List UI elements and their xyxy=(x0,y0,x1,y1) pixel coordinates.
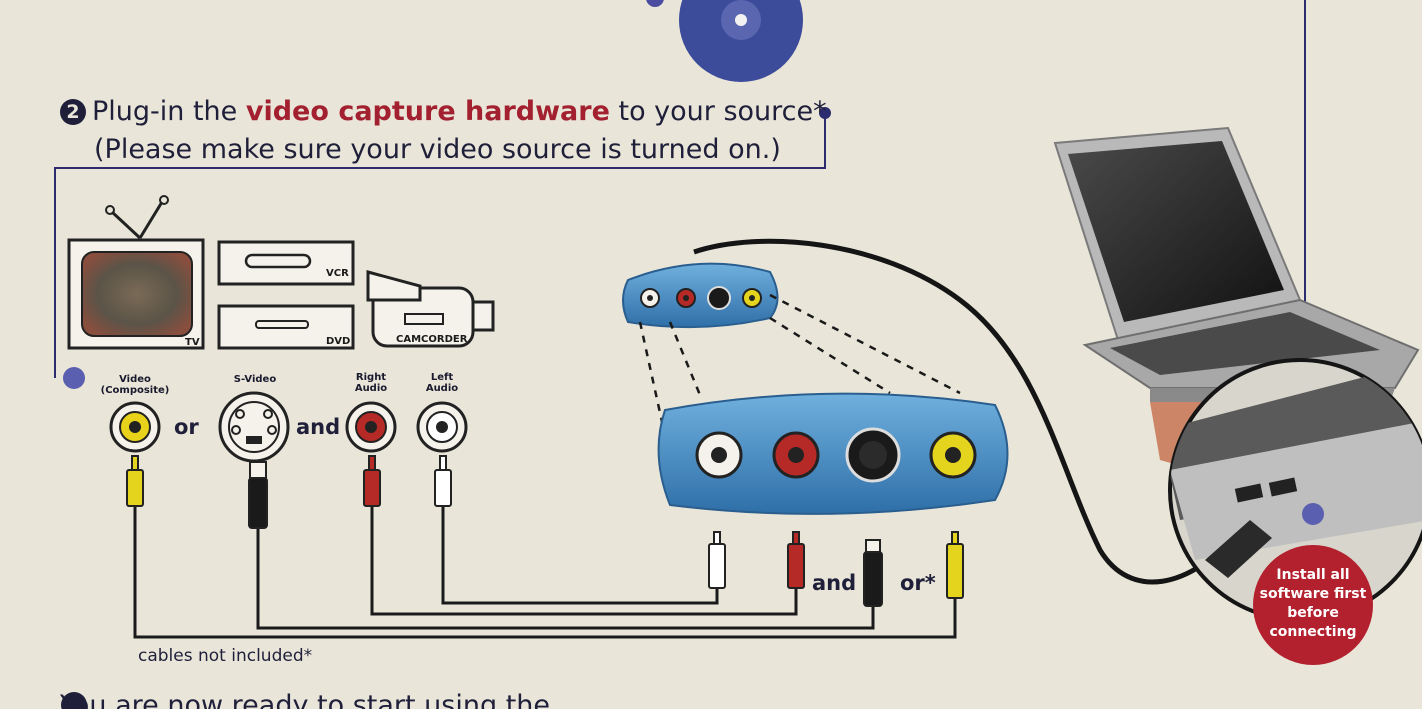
next-step-text: You are now ready to start using the xyxy=(60,690,551,709)
right-audio-label: Right Audio xyxy=(346,372,396,394)
dvd-icon xyxy=(217,304,355,350)
red-plug-right-icon xyxy=(787,531,805,589)
right-audio-label-line2: Audio xyxy=(354,383,388,394)
connector-and-2: and xyxy=(812,571,857,595)
video-port-label-line1: Video xyxy=(119,374,151,385)
warning-badge xyxy=(1253,545,1373,665)
step-note: (Please make sure your video source is t… xyxy=(94,134,781,165)
right-audio-jack-icon xyxy=(345,401,397,453)
red-plug-icon xyxy=(363,455,381,507)
svideo-jack-icon xyxy=(218,391,290,463)
yellow-plug-icon xyxy=(126,455,144,507)
capture-device-small-icon xyxy=(622,262,779,329)
svideo-plug-right-icon xyxy=(863,539,883,607)
camcorder-icon xyxy=(366,270,495,348)
video-port-label-line2: (Composite) xyxy=(100,385,170,396)
software-disc-icon xyxy=(646,0,803,82)
vcr-label: VCR xyxy=(326,268,349,279)
dvd-label: DVD xyxy=(326,336,351,347)
white-plug-right-icon xyxy=(708,531,726,589)
connector-or-1: or xyxy=(174,415,199,439)
left-audio-label-line2: Audio xyxy=(425,383,459,394)
connector-and-1: and xyxy=(296,415,341,439)
yellow-plug-right-icon xyxy=(946,531,964,599)
step-bracket xyxy=(54,115,826,378)
left-audio-label-line1: Left xyxy=(430,372,454,383)
composite-jack-icon xyxy=(109,401,161,453)
step-number: 2 xyxy=(60,99,86,125)
step-text-after: to your source* xyxy=(609,96,827,127)
connector-or-2: or* xyxy=(900,571,936,595)
tv-label: TV xyxy=(185,337,200,348)
install-warning-text: Install all software first before connec… xyxy=(1259,567,1367,640)
vcr-icon xyxy=(217,240,355,286)
bracket-dot xyxy=(819,107,831,119)
usb-cable xyxy=(693,238,1242,585)
next-step-number-icon xyxy=(61,692,87,709)
left-audio-jack-icon xyxy=(416,401,468,453)
svideo-plug-icon xyxy=(248,461,268,529)
camcorder-label: CAMCORDER xyxy=(396,334,468,345)
step-highlight: video capture hardware xyxy=(245,96,610,127)
step-text-before: Plug-in the xyxy=(92,96,246,127)
tv-icon xyxy=(67,195,205,350)
right-audio-label-line1: Right xyxy=(355,372,387,383)
left-audio-label: Left Audio xyxy=(417,372,467,394)
capture-device-large-icon xyxy=(657,392,1009,515)
source-dot xyxy=(63,367,85,389)
svideo-port-label: S-Video xyxy=(233,374,277,385)
cable-lines xyxy=(133,505,957,639)
usb-port-zoom xyxy=(1168,358,1422,622)
video-port-label: Video (Composite) xyxy=(100,374,170,396)
white-plug-icon xyxy=(434,455,452,507)
cables-footnote: cables not included* xyxy=(138,646,313,666)
